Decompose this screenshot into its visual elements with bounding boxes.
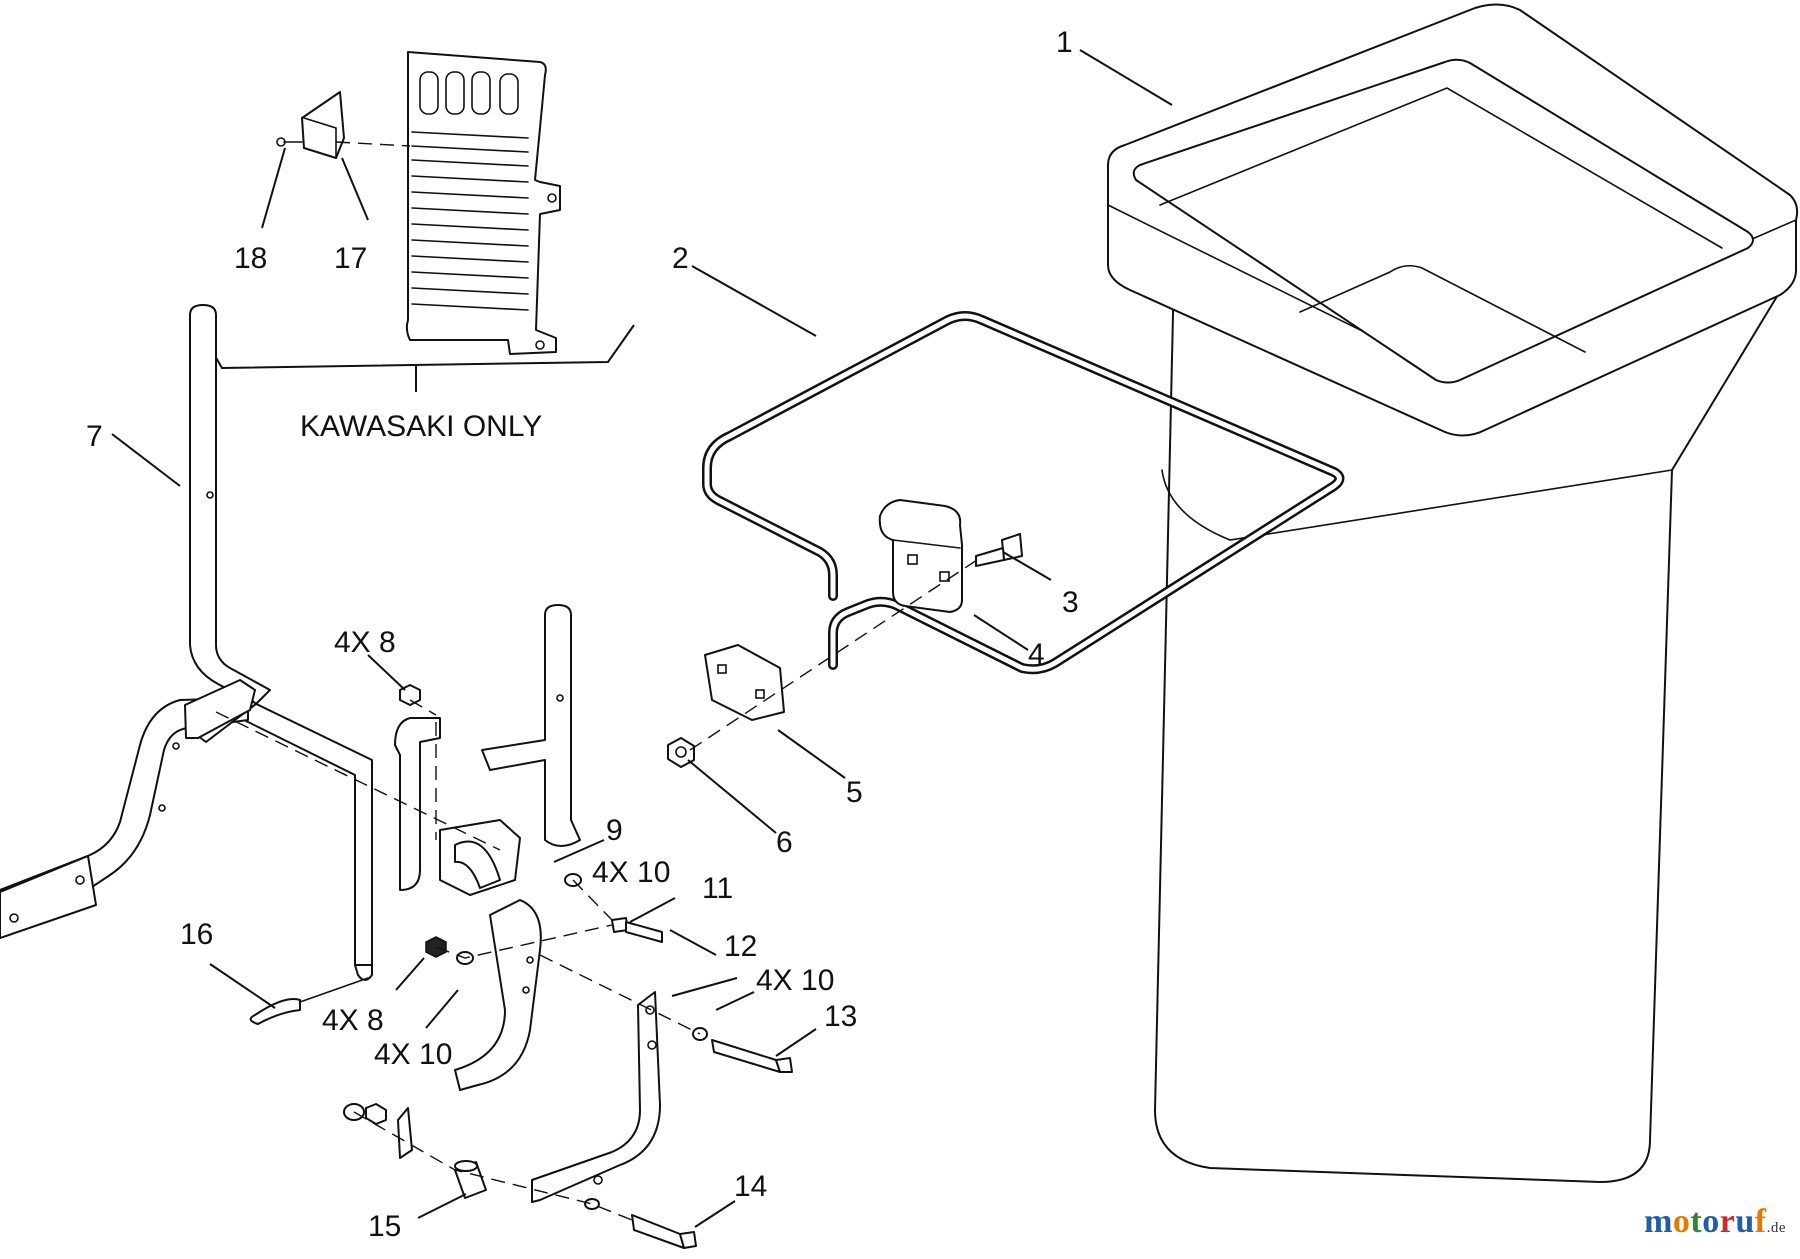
callout-13: 13 (824, 1000, 857, 1033)
callout-5: 5 (846, 776, 863, 809)
assembly-line-lower-1 (409, 699, 613, 959)
callout-14: 14 (734, 1170, 767, 1203)
heat-shield-slots (411, 71, 529, 311)
carriage-bolt (975, 533, 1023, 567)
callout-9: 9 (606, 814, 623, 847)
callout-1: 1 (1056, 26, 1073, 59)
kawasaki-only-note: KAWASAKI ONLY (300, 410, 542, 443)
spacer (454, 1160, 487, 1199)
shield-assembly-line (335, 141, 411, 147)
callout-7: 7 (86, 420, 103, 453)
fasteners (249, 684, 793, 1249)
callout-3: 3 (1062, 586, 1079, 619)
watermark-name: motoruf (1644, 1203, 1767, 1240)
callout-12: 12 (724, 930, 757, 963)
watermark-tld: .de (1766, 1220, 1786, 1236)
callout-6: 6 (776, 826, 793, 859)
hitch-frame (0, 304, 581, 981)
lock-nut (667, 737, 695, 768)
leader-lines (111, 49, 1173, 1228)
callout-4x8-lower: 4X 8 (322, 1004, 384, 1037)
callout-16: 16 (180, 918, 213, 951)
lower-clamp (704, 644, 785, 721)
heat-shield (405, 51, 561, 355)
clamp-bracket (878, 499, 963, 613)
callout-15: 15 (368, 1210, 401, 1243)
callout-2: 2 (672, 242, 689, 275)
assembly-line-upper (689, 557, 981, 751)
support-plate-12 (531, 991, 661, 1203)
assembly-line-lower-4 (572, 879, 613, 921)
assembly-line-lower-3 (353, 1111, 633, 1221)
wire-frame (702, 311, 1345, 675)
support-plate-15 (454, 899, 542, 1091)
callout-11: 11 (702, 872, 733, 905)
callout-4x8-upper: 4X 8 (334, 626, 396, 659)
shield-bracket (301, 91, 345, 159)
callout-labels: 1 2 3 4 5 6 7 4X 8 9 4X 10 11 12 4X 10 1… (86, 26, 1079, 1243)
shield-screw (276, 137, 303, 147)
callout-4x10-lower: 4X 10 (374, 1038, 452, 1071)
callout-4x10-right: 4X 10 (756, 964, 834, 997)
assembly-line-lower-2 (539, 954, 701, 1035)
callout-4x10-upper: 4X 10 (592, 856, 670, 889)
lower-bracket-tab (397, 1107, 413, 1159)
callout-4: 4 (1028, 638, 1045, 671)
hopper (1107, 3, 1799, 1183)
watermark-logo: motoruf.de (1644, 1203, 1786, 1241)
callout-17: 17 (334, 242, 367, 275)
callout-18: 18 (234, 242, 267, 275)
